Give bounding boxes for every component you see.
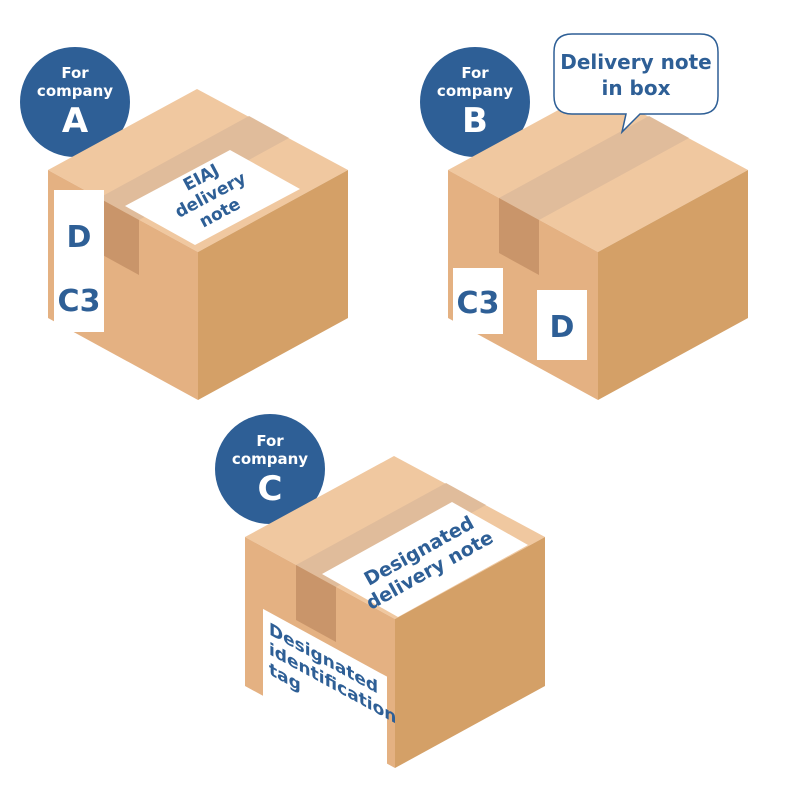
box-tape-side bbox=[296, 565, 336, 642]
delivery-note-in-box-callout: Delivery note in box bbox=[553, 33, 719, 135]
designated-delivery-note-label bbox=[322, 502, 528, 617]
badge-company-c: For company C bbox=[215, 414, 325, 524]
side-label-c3-text: C3 bbox=[58, 284, 101, 319]
box-company-b: For company B Delivery note in box C3 D bbox=[420, 33, 748, 400]
side-label-c3 bbox=[54, 266, 104, 332]
badge-line2: company bbox=[232, 450, 308, 468]
badge-circle bbox=[420, 47, 530, 157]
callout-line2: in box bbox=[601, 76, 670, 100]
box-tape-side bbox=[499, 198, 539, 275]
badge-line1: For bbox=[256, 432, 284, 450]
box-right-face bbox=[198, 170, 348, 400]
badge-company-a: For company A bbox=[20, 47, 130, 157]
side-label-d-text: D bbox=[67, 220, 92, 255]
side-label-c3 bbox=[453, 268, 503, 334]
box-tape-top bbox=[99, 116, 289, 220]
badge-letter: C bbox=[258, 469, 283, 509]
callout-line1: Delivery note bbox=[560, 50, 711, 74]
side-label-d bbox=[537, 290, 587, 360]
box-company-c: For company C Designated delivery note D… bbox=[215, 414, 545, 771]
side-label-d bbox=[54, 190, 104, 274]
badge-line2: company bbox=[37, 82, 113, 100]
badge-letter: A bbox=[62, 101, 89, 141]
badge-circle bbox=[215, 414, 325, 524]
box-right-face bbox=[598, 170, 748, 400]
badge-company-b: For company B bbox=[420, 47, 530, 157]
badge-line2: company bbox=[437, 82, 513, 100]
callout-bubble bbox=[553, 33, 719, 135]
badge-line1: For bbox=[61, 64, 89, 82]
side-label-d-text: D bbox=[550, 310, 575, 345]
badge-letter: B bbox=[462, 101, 488, 141]
side-label-c3-text: C3 bbox=[457, 286, 500, 321]
badge-circle bbox=[20, 47, 130, 157]
box-right-face bbox=[395, 537, 545, 768]
box-tape-side bbox=[99, 198, 139, 275]
identification-tag-label bbox=[263, 608, 387, 771]
box-company-a: For company A EIAJ delivery note D C3 bbox=[20, 47, 348, 400]
eiaj-delivery-note-label bbox=[125, 150, 300, 245]
box-tape-top bbox=[296, 483, 486, 587]
box-tape-top bbox=[499, 116, 689, 220]
badge-line1: For bbox=[461, 64, 489, 82]
